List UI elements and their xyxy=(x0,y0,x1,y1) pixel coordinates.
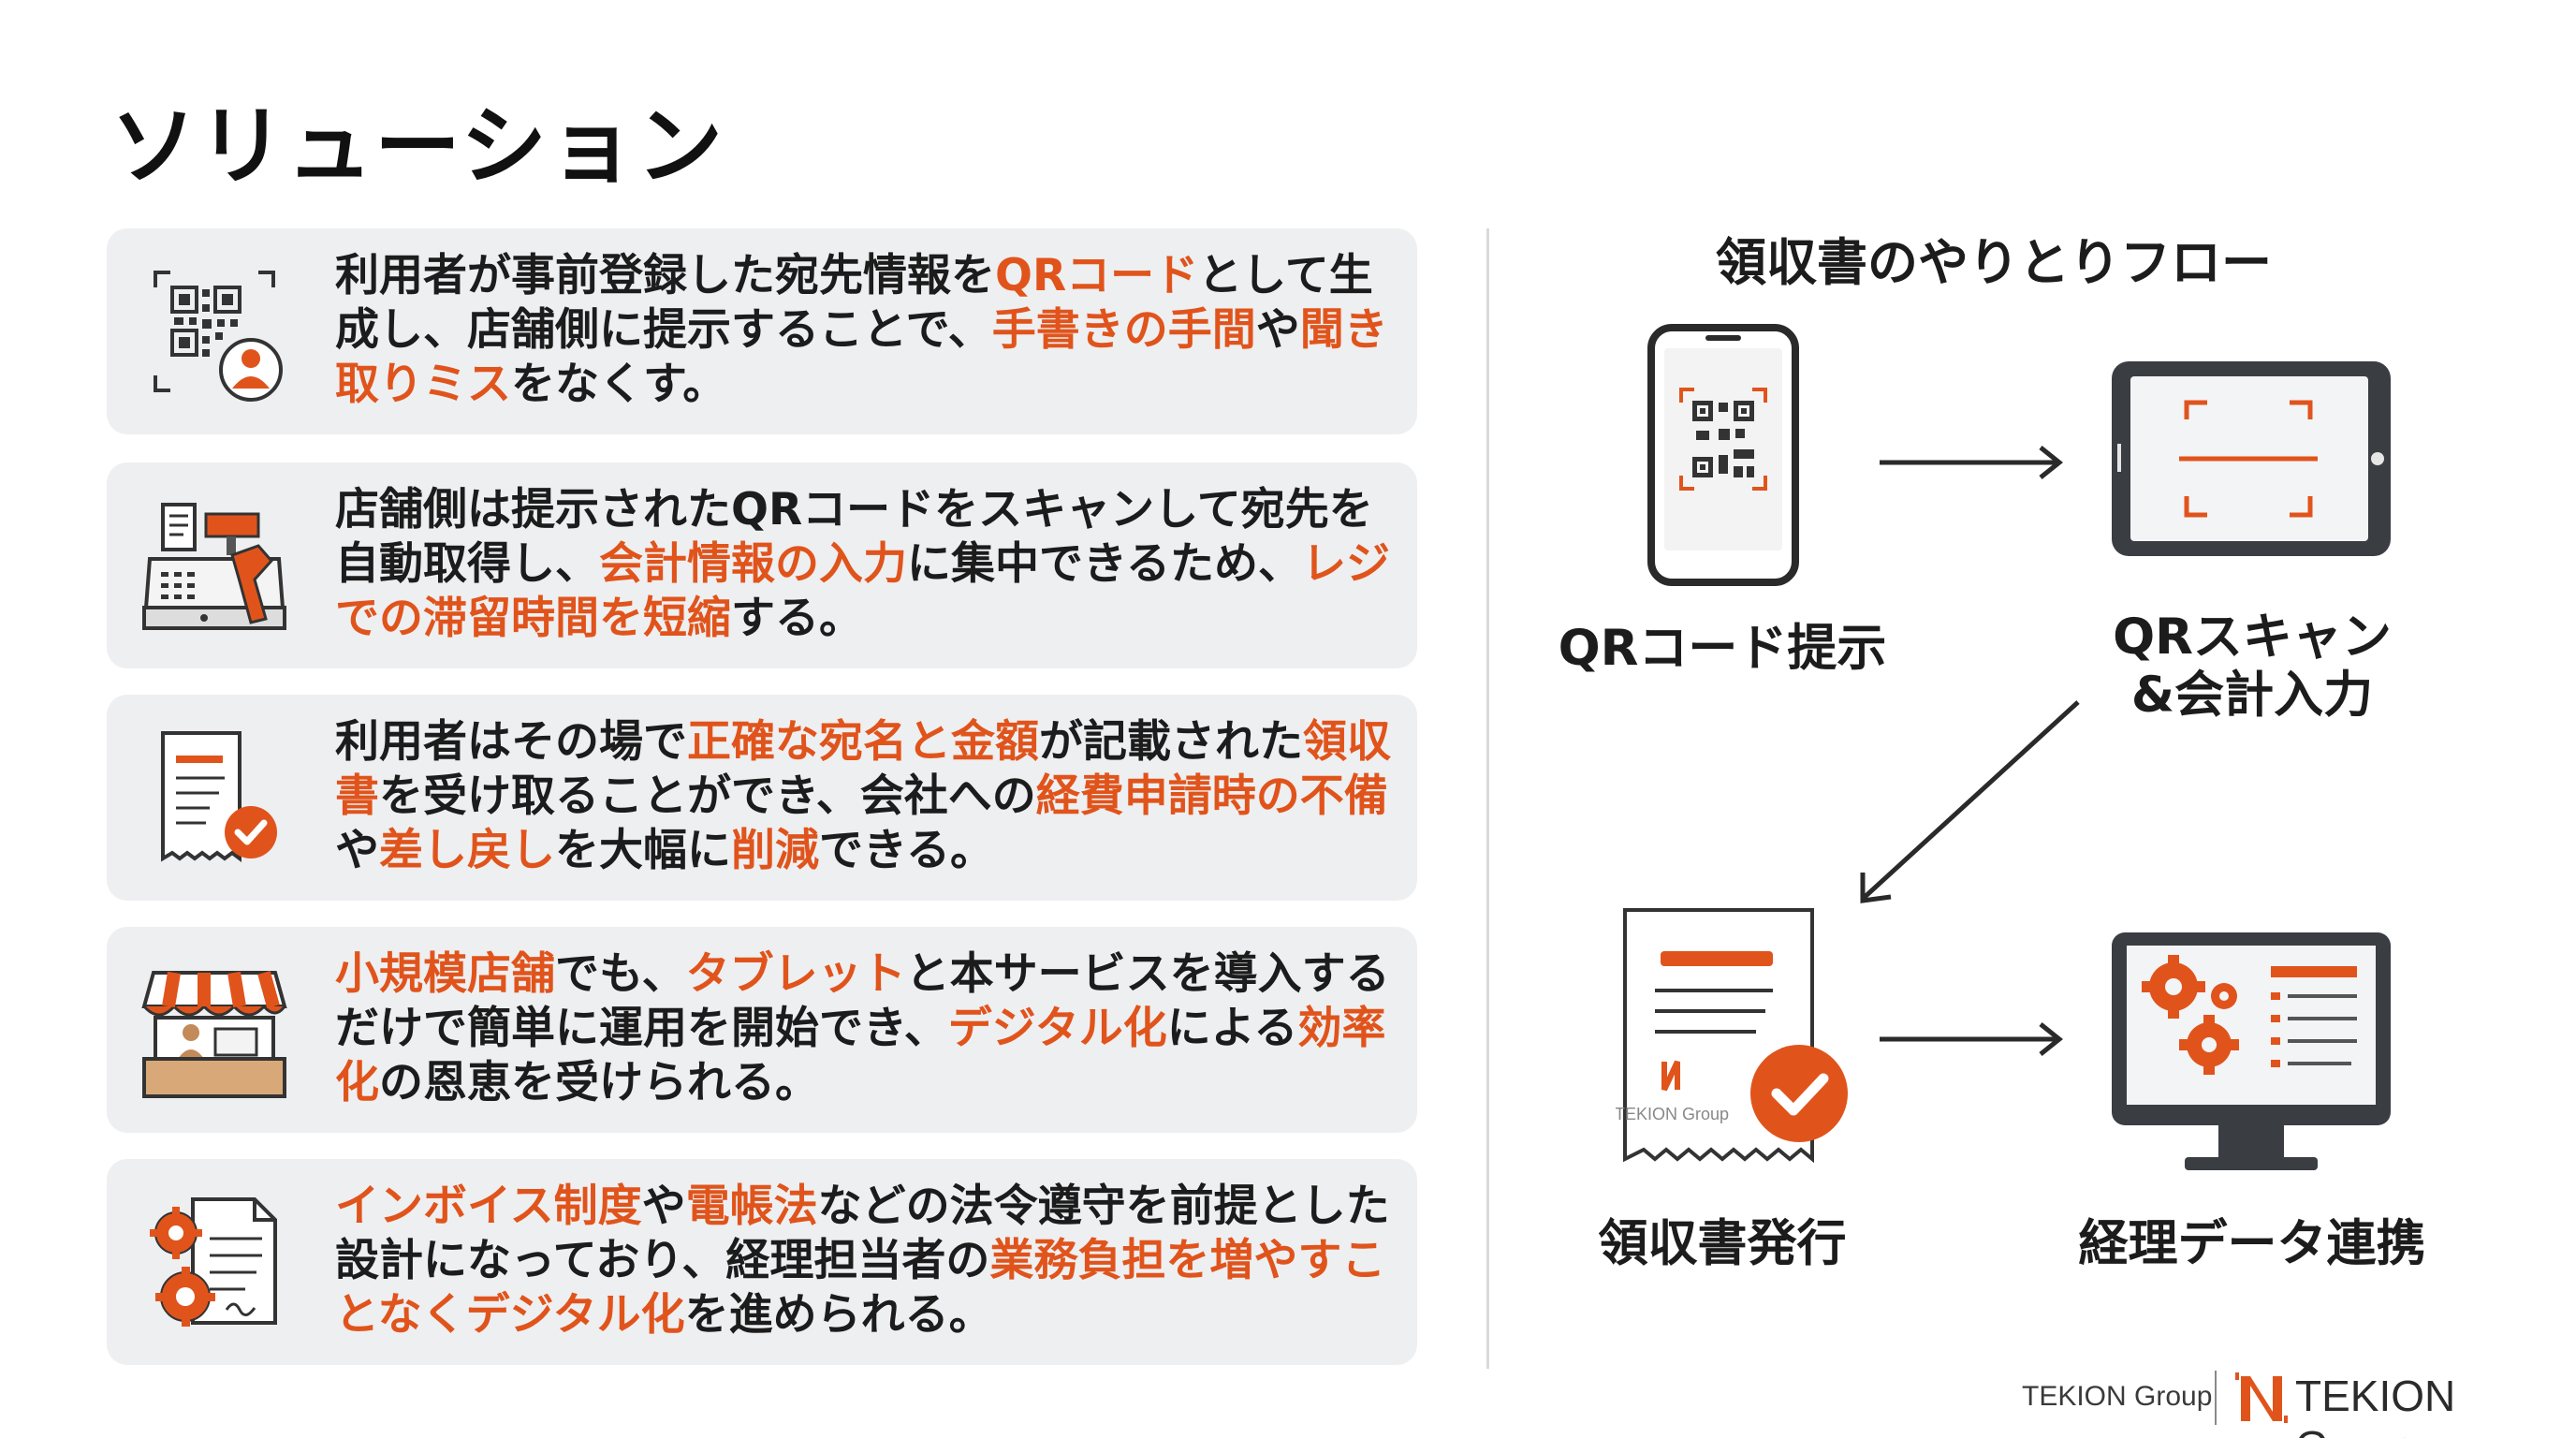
smartphone-qr-icon xyxy=(1647,324,1799,586)
highlight-phrase: 小規模店舗 xyxy=(335,948,555,1000)
body-phrase: 利用者が事前登録した宛先情報を xyxy=(335,250,995,301)
body-phrase: を進められる。 xyxy=(684,1289,993,1341)
highlight-phrase: インボイス制度 xyxy=(335,1181,642,1232)
flow-title: 領収書のやりとりフロー xyxy=(1716,233,2272,292)
body-phrase: として生成し、店舗側に提示することで、 xyxy=(335,250,1373,356)
body-phrase: に集中できるため、 xyxy=(907,538,1303,590)
card-text: 利用者はその場で正確な宛名と金額が記載された領収書を受け取ることができ、会社への… xyxy=(335,715,1393,878)
solution-card: 利用者はその場で正確な宛名と金額が記載された領収書を受け取ることができ、会社への… xyxy=(107,695,1417,901)
tekion-logo-icon xyxy=(2235,1372,2288,1423)
highlight-phrase: タブレット xyxy=(685,948,906,1000)
highlight-phrase: 会計情報の入力 xyxy=(599,538,907,590)
solution-card: 利用者が事前登録した宛先情報をQRコードとして生成し、店舗側に提示することで、手… xyxy=(107,228,1417,434)
card-text: 店舗側は提示されたQRコードをスキャンして宛先を自動取得し、会計情報の入力に集中… xyxy=(335,483,1393,646)
highlight-phrase: 聞き取りミス xyxy=(335,304,1388,410)
qr-user-icon xyxy=(154,271,283,402)
card-text: インボイス制度や電帳法などの法令遵守を前提とした設計になっており、経理担当者の業… xyxy=(335,1180,1393,1343)
solution-card: 小規模店舗でも、タブレットと本サービスを導入するだけで簡単に運用を開始でき、デジ… xyxy=(107,927,1417,1133)
body-phrase: などの法令遵守を前提とした設計になっており、経理担当者の xyxy=(335,1181,1390,1286)
highlight-phrase: 経費申請時の不備 xyxy=(1035,770,1388,822)
body-phrase: する。 xyxy=(731,593,863,644)
step-label-qr-present: QRコード提示 xyxy=(1558,620,1887,677)
receipt-issued-icon: TEKION Group xyxy=(1616,908,1848,1164)
solution-card: 店舗側は提示されたQRコードをスキャンして宛先を自動取得し、会計情報の入力に集中… xyxy=(107,462,1417,668)
body-phrase: が記載された xyxy=(1039,716,1303,768)
body-phrase: でも、 xyxy=(555,948,686,1000)
tablet-scanner-icon xyxy=(2112,361,2391,556)
highlight-phrase: 手書きの手間 xyxy=(991,304,1256,356)
body-phrase: を大幅に xyxy=(555,825,731,876)
document-gears-icon xyxy=(150,1197,277,1327)
highlight-phrase: 業務負担を増やすことなくデジタル化 xyxy=(335,1235,1386,1341)
body-phrase: や xyxy=(641,1181,686,1232)
step-label-qr-scan: QRスキャン &会計入力 xyxy=(2113,609,2392,724)
highlight-phrase: 効率化 xyxy=(335,1003,1386,1108)
highlight-phrase: 正確な宛名と金額 xyxy=(687,716,1039,768)
step-label-receipt-issue: 領収書発行 xyxy=(1598,1215,1847,1272)
body-phrase: による xyxy=(1166,1003,1298,1054)
arrow-right-icon xyxy=(1880,1022,2064,1056)
body-phrase: や xyxy=(1255,304,1300,356)
highlight-phrase: 削減 xyxy=(731,825,819,876)
solution-card: インボイス制度や電帳法などの法令遵守を前提とした設計になっており、経理担当者の業… xyxy=(107,1159,1417,1365)
footer-separator xyxy=(2215,1371,2217,1425)
body-phrase: 利用者はその場で xyxy=(335,716,687,768)
step-label-data-link: 経理データ連携 xyxy=(2078,1215,2426,1272)
page-title: ソリューション xyxy=(110,96,725,197)
receipt-logo-text: TEKION Group xyxy=(1616,1105,1729,1123)
storefront-icon xyxy=(141,971,287,1098)
body-phrase: できる。 xyxy=(819,825,995,876)
footer-company-logo-text: TEKION Group xyxy=(2295,1372,2456,1438)
body-phrase: や xyxy=(335,825,379,876)
body-phrase: をなくす。 xyxy=(511,359,727,410)
highlight-phrase: レジでの滞留時間を短縮 xyxy=(335,538,1391,644)
highlight-phrase: デジタル化 xyxy=(947,1003,1167,1054)
highlight-phrase: 差し戻し xyxy=(379,825,555,876)
body-phrase: の恩恵を受けられる。 xyxy=(379,1057,819,1108)
vertical-divider xyxy=(1486,228,1489,1369)
arrow-down-left-icon xyxy=(1860,700,2080,903)
highlight-phrase: 電帳法 xyxy=(685,1181,818,1232)
card-text: 小規模店舗でも、タブレットと本サービスを導入するだけで簡単に運用を開始でき、デジ… xyxy=(335,947,1393,1110)
monitor-data-icon xyxy=(2112,932,2391,1170)
highlight-phrase: QRコード xyxy=(995,250,1199,301)
body-phrase: 店舗側は提示されたQRコードをスキャンして宛先を自動取得し、 xyxy=(335,484,1373,590)
receipt-check-icon xyxy=(161,731,277,862)
arrow-right-icon xyxy=(1880,446,2064,479)
card-text: 利用者が事前登録した宛先情報をQRコードとして生成し、店舗側に提示することで、手… xyxy=(335,249,1393,412)
footer-company-text: TEKION Group xyxy=(2022,1381,2213,1412)
cash-register-icon xyxy=(142,503,286,630)
body-phrase: を受け取ることができ、会社への xyxy=(379,770,1036,822)
highlight-phrase: 領収書 xyxy=(335,716,1391,822)
body-phrase: と本サービスを導入するだけで簡単に運用を開始でき、 xyxy=(335,948,1390,1054)
